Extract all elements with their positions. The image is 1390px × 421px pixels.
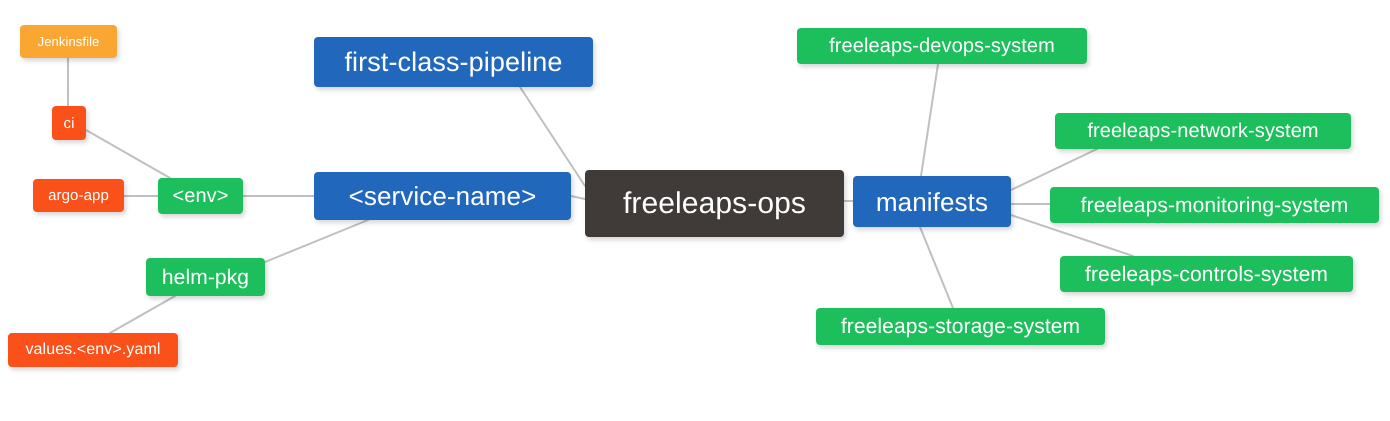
edge-manifests-to-storage-system [919, 226, 954, 309]
node-storage-system[interactable]: freeleaps-storage-system [816, 308, 1105, 345]
node-ci[interactable]: ci [52, 106, 86, 140]
node-devops-system[interactable]: freeleaps-devops-system [797, 28, 1087, 64]
node-freeleaps-ops[interactable]: freeleaps-ops [585, 170, 844, 237]
edge-service-name-to-helm-pkg [264, 219, 369, 263]
node-env[interactable]: <env> [158, 178, 243, 214]
edge-env-to-ci [85, 129, 171, 179]
node-jenkinsfile[interactable]: Jenkinsfile [20, 25, 117, 58]
edge-helm-pkg-to-values-yaml [109, 295, 176, 334]
node-network-system[interactable]: freeleaps-network-system [1055, 113, 1351, 149]
node-service-name[interactable]: <service-name> [314, 172, 571, 220]
node-monitoring-system[interactable]: freeleaps-monitoring-system [1050, 187, 1379, 223]
node-controls-system[interactable]: freeleaps-controls-system [1060, 256, 1353, 292]
edge-freeleaps-ops-to-service-name [570, 195, 586, 200]
edge-manifests-to-network-system [1010, 148, 1098, 191]
edge-manifests-to-devops-system [920, 63, 939, 177]
node-manifests[interactable]: manifests [853, 176, 1011, 227]
node-values-yaml[interactable]: values.<env>.yaml [8, 333, 178, 367]
node-argo-app[interactable]: argo-app [33, 179, 124, 212]
node-first-class-pipeline[interactable]: first-class-pipeline [314, 37, 593, 87]
node-helm-pkg[interactable]: helm-pkg [146, 258, 265, 296]
